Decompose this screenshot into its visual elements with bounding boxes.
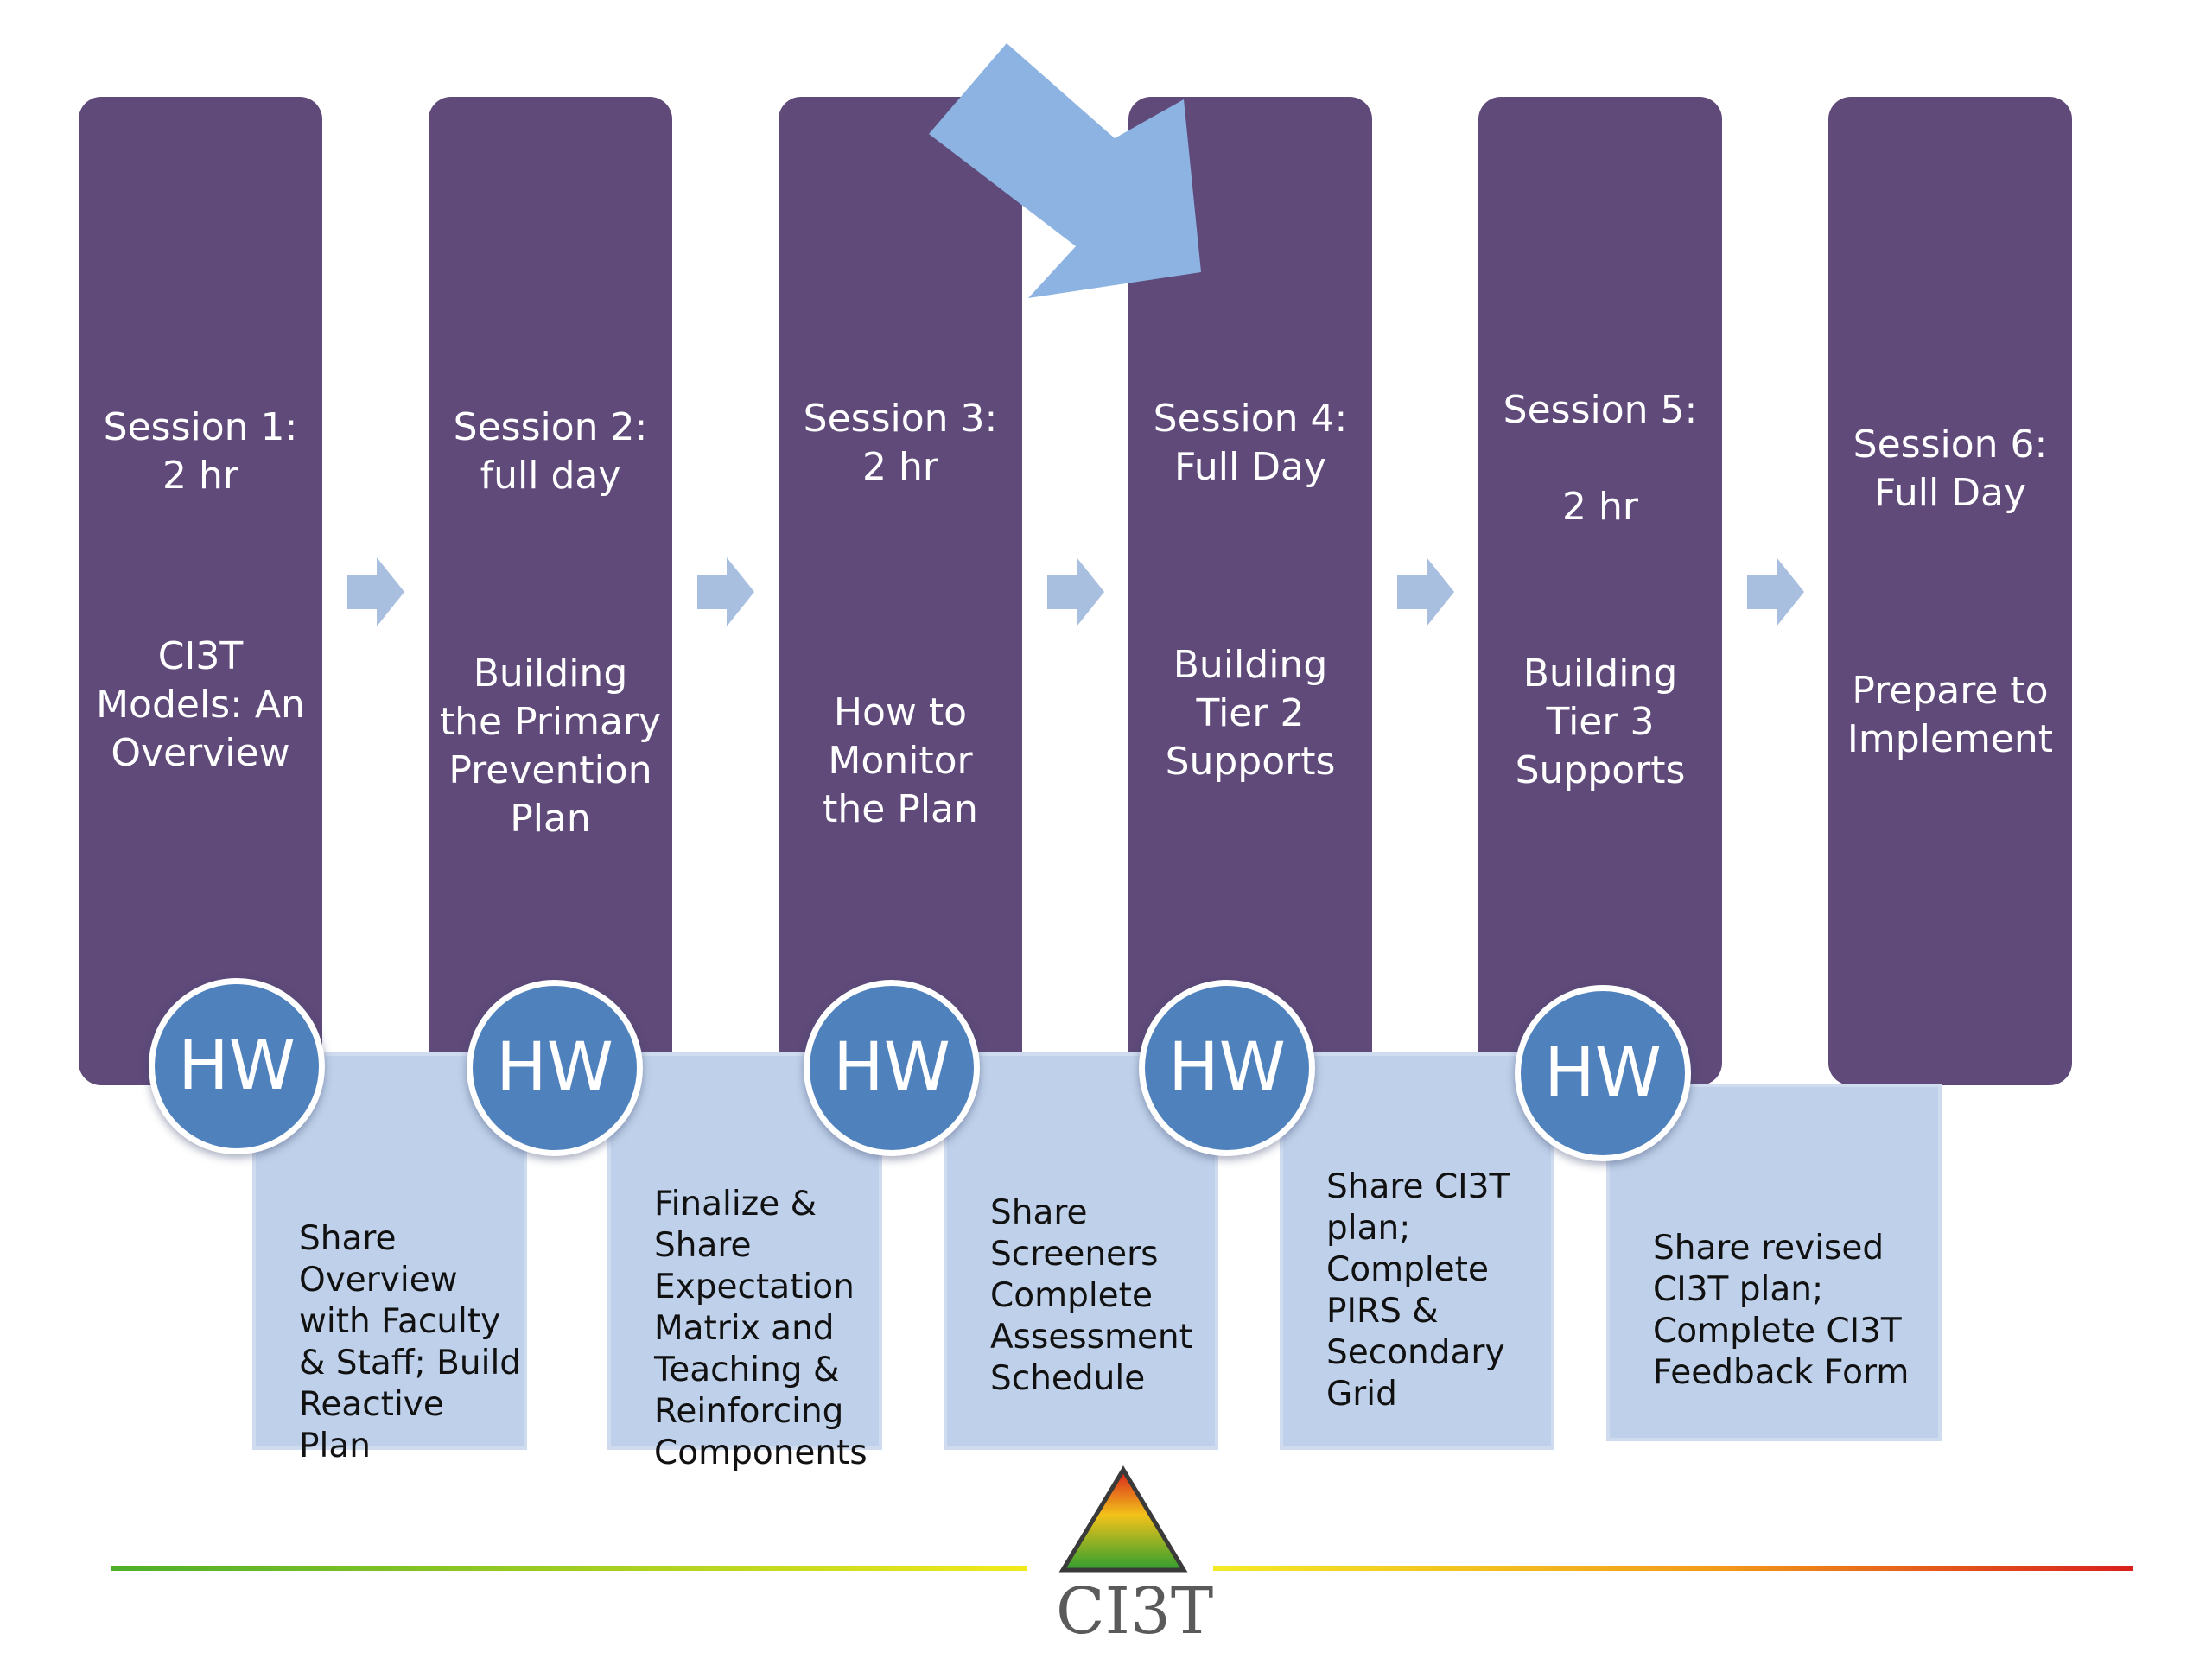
homework-3-badge: HW [804,980,980,1156]
homework-2-text: Finalize & Share Expectation Matrix and … [654,1185,868,1472]
session-2-block: Session 2: full day Building the Primary… [429,97,672,1085]
right-divider-line [1213,1566,2133,1571]
session-6-block: Session 6: Full Day Prepare to Implement [1828,97,2072,1085]
ci3t-logo-triangle-icon [1058,1465,1188,1573]
chevron-right-icon [347,557,404,626]
session-2-heading: Session 2: full day [453,405,648,498]
chevron-right-icon [1047,557,1104,626]
homework-5-text: Share revised CI3T plan; Complete CI3T F… [1653,1229,1910,1392]
session-2-topic: Building the Primary Prevention Plan [439,652,662,841]
session-5-topic: Building Tier 3 Supports [1515,652,1686,792]
session-3-topic: How to Monitor the Plan [823,690,978,831]
session-4-topic: Building Tier 2 Supports [1165,643,1336,784]
session-4-heading: Session 4: Full Day [1153,397,1348,489]
homework-1-badge: HW [149,978,325,1154]
session-5-block: Session 5: 2 hr Building Tier 3 Supports [1478,97,1722,1085]
homework-1-text: Share Overview with Faculty & Staff; Bui… [299,1219,522,1465]
chevron-right-icon [1397,557,1454,626]
homework-4-badge: HW [1139,980,1315,1156]
session-1-heading: Session 1: 2 hr [103,405,298,498]
chevron-right-icon [697,557,754,626]
homework-5-badge: HW [1515,985,1691,1161]
homework-2-badge: HW [467,980,643,1156]
session-3-block: Session 3: 2 hr How to Monitor the Plan [779,97,1022,1085]
ci3t-logo-text: CI3T [1056,1574,1214,1649]
chevron-right-icon [1747,557,1804,626]
left-divider-line [111,1566,1027,1571]
session-5-heading: Session 5: 2 hr [1503,388,1698,529]
homework-4-text: Share CI3T plan; Complete PIRS & Seconda… [1326,1167,1510,1414]
session-6-heading: Session 6: Full Day [1853,423,2048,515]
session-6-topic: Prepare to Implement [1847,669,2054,761]
homework-3-text: Share Screeners Complete Assessment Sche… [990,1193,1192,1398]
homework-4-box: Share CI3T plan; Complete PIRS & Seconda… [1280,1052,1554,1450]
session-3-heading: Session 3: 2 hr [803,397,998,489]
highlight-arrow-icon [929,43,1201,298]
homework-5-box: Share revised CI3T plan; Complete CI3T F… [1606,1084,1942,1441]
session-1-block: Session 1: 2 hr CI3T Models: An Overview [79,97,322,1085]
session-1-topic: CI3T Models: An Overview [96,634,305,775]
